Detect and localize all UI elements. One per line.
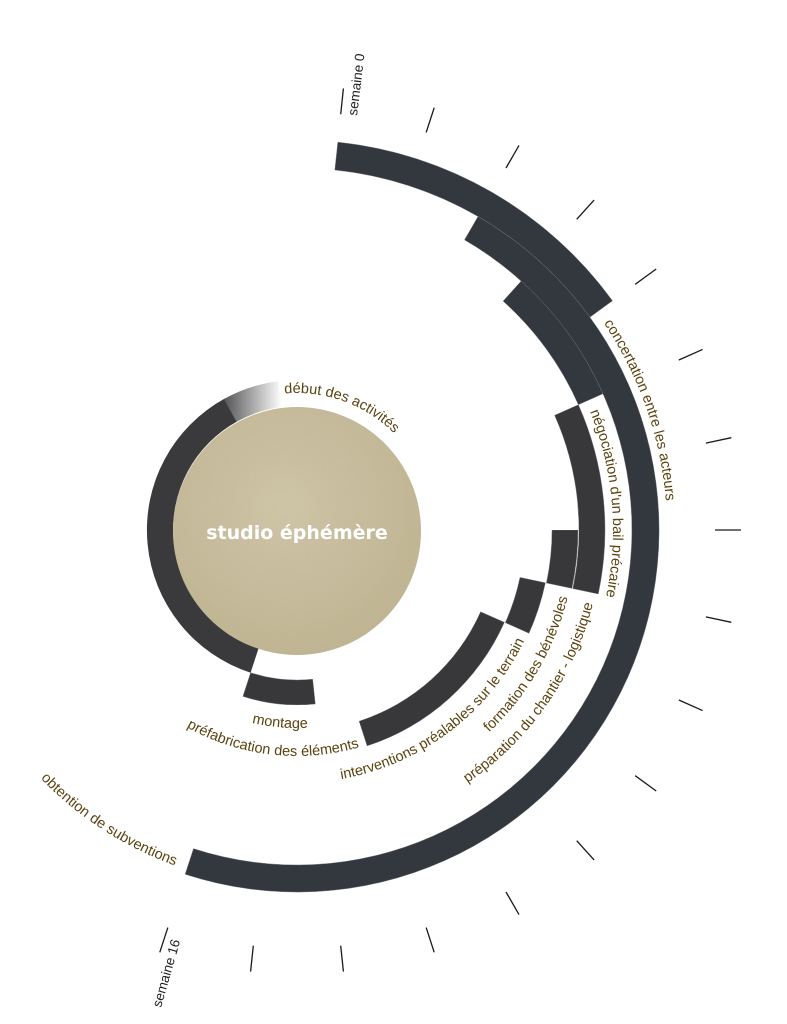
week-tick	[425, 927, 435, 953]
week-start-label: semaine 0	[345, 53, 367, 117]
task-bars	[146, 141, 660, 893]
task-bar	[546, 529, 579, 589]
week-tick	[340, 945, 345, 972]
task-bar	[184, 216, 660, 893]
week-tick	[505, 145, 520, 169]
week-tick	[576, 840, 595, 861]
week-tick	[705, 616, 732, 623]
task-bar	[505, 577, 546, 634]
center-disc	[173, 407, 421, 655]
week-tick	[576, 199, 595, 220]
week-end-label: semaine 16	[149, 938, 183, 1009]
week-tick	[634, 268, 657, 285]
task-label-text: obtention de subventions	[38, 770, 179, 869]
week-tick	[425, 107, 435, 133]
center-title: studio éphémère	[206, 522, 388, 544]
week-tick	[249, 945, 254, 972]
task-label-text: montage	[251, 711, 308, 732]
task-label: obtention de subventions	[38, 770, 179, 869]
week-tick	[505, 891, 520, 915]
task-bar-fade	[223, 381, 282, 422]
week-tick	[159, 927, 169, 953]
week-tick	[634, 775, 657, 792]
task-bar	[358, 611, 505, 747]
week-tick	[678, 348, 703, 361]
task-bar	[242, 672, 316, 706]
week-tick	[340, 88, 345, 115]
task-bar	[502, 280, 604, 405]
task-bar	[146, 398, 259, 673]
task-label: montage	[251, 711, 308, 732]
week-tick	[678, 699, 703, 712]
week-ticks	[159, 88, 741, 972]
week-tick	[705, 437, 732, 444]
task-bar	[554, 404, 606, 595]
